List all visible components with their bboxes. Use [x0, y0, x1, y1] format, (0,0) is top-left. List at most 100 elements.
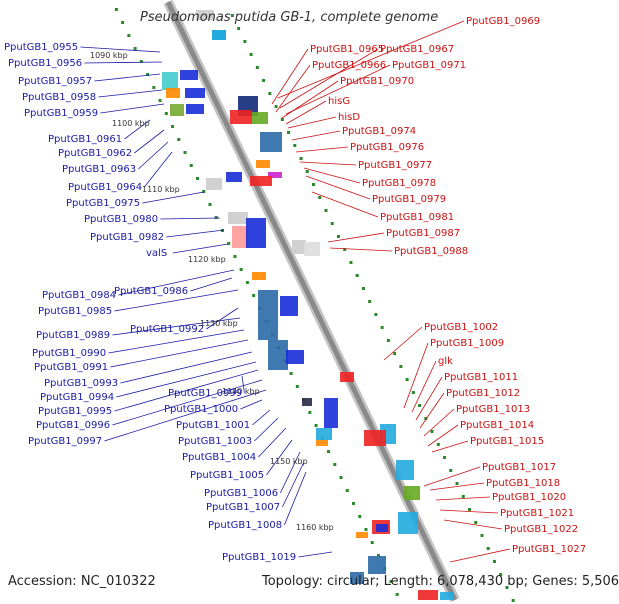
label-leader: [435, 496, 491, 501]
gene-label-left[interactable]: PputGB1_0997: [28, 436, 102, 447]
skew-dot: [386, 339, 390, 342]
gene-label-left[interactable]: PputGB1_0964: [68, 182, 142, 193]
gene-label-right[interactable]: PputGB1_0979: [372, 194, 446, 205]
gene-label-left[interactable]: PputGB1_0957: [18, 76, 92, 87]
gene-label-left[interactable]: PputGB1_0996: [36, 420, 110, 431]
gene-block: [316, 440, 328, 446]
skew-dot: [274, 105, 278, 108]
skew-dot: [474, 521, 478, 524]
gene-label-left[interactable]: PputGB1_0995: [38, 406, 112, 417]
skew-dot: [349, 261, 353, 264]
gene-label-left[interactable]: PputGB1_0956: [8, 58, 82, 69]
gene-label-left[interactable]: PputGB1_0955: [4, 42, 78, 53]
gene-label-left[interactable]: PputGB1_1000: [164, 404, 238, 415]
gene-label-left[interactable]: PputGB1_0975: [66, 198, 140, 209]
gene-label-left[interactable]: PputGB1_1008: [208, 520, 282, 531]
gene-label-left[interactable]: PputGB1_0963: [62, 164, 136, 175]
gene-label-left[interactable]: PputGB1_0989: [36, 330, 110, 341]
gene-label-right[interactable]: PputGB1_1014: [460, 420, 534, 431]
gene-label-right[interactable]: PputGB1_0974: [342, 126, 416, 137]
label-leader: [303, 167, 361, 184]
gene-label-left[interactable]: PputGB1_0980: [84, 214, 158, 225]
skew-dot: [324, 209, 328, 212]
gene-label-left[interactable]: PputGB1_0958: [22, 92, 96, 103]
gene-label-left[interactable]: PputGB1_0991: [34, 362, 108, 373]
gene-label-left[interactable]: PputGB1_1007: [206, 502, 280, 513]
gene-label-right[interactable]: PputGB1_0987: [386, 228, 460, 239]
gene-label-right[interactable]: PputGB1_0971: [392, 60, 466, 71]
skew-dot: [436, 443, 440, 446]
gene-block: [368, 556, 386, 574]
skew-dot: [499, 573, 503, 576]
skew-dot: [461, 495, 465, 498]
gene-label-left[interactable]: PputGB1_0959: [24, 108, 98, 119]
gene-label-left[interactable]: PputGB1_0992: [130, 324, 204, 335]
gene-label-right[interactable]: PputGB1_1027: [512, 544, 586, 555]
gene-label-left[interactable]: PputGB1_0993: [44, 378, 118, 389]
gene-label-right[interactable]: PputGB1_1022: [504, 524, 578, 535]
gene-label-right[interactable]: PputGB1_0970: [340, 76, 414, 87]
gene-label-right[interactable]: PputGB1_1017: [482, 462, 556, 473]
label-leader: [415, 376, 443, 421]
gene-label-right[interactable]: PputGB1_0981: [380, 212, 454, 223]
label-leader: [277, 20, 465, 99]
gene-block: [440, 592, 454, 600]
gene-block: [304, 242, 320, 256]
gene-label-right[interactable]: PputGB1_0977: [358, 160, 432, 171]
skew-dot: [196, 177, 199, 180]
gene-label-right[interactable]: PputGB1_1012: [446, 388, 520, 399]
gene-label-left[interactable]: PputGB1_1001: [176, 420, 250, 431]
skew-dot: [418, 404, 422, 407]
gene-block: [206, 178, 222, 190]
gene-label-right[interactable]: PputGB1_1018: [486, 478, 560, 489]
skew-dot: [395, 593, 399, 596]
gene-label-right[interactable]: PputGB1_1020: [492, 492, 566, 503]
label-leader: [285, 64, 391, 115]
gene-label-left[interactable]: PputGB1_1004: [182, 452, 256, 463]
feature-blocks: [162, 10, 454, 600]
skew-dot: [411, 391, 415, 394]
gene-label-left[interactable]: valS: [146, 248, 167, 259]
gene-label-right[interactable]: PputGB1_1021: [500, 508, 574, 519]
gene-label-right[interactable]: PputGB1_0966: [312, 60, 386, 71]
gene-label-right[interactable]: PputGB1_0976: [350, 142, 424, 153]
gene-label-left[interactable]: PputGB1_1005: [190, 470, 264, 481]
gene-block: [230, 110, 252, 124]
gene-label-left[interactable]: PputGB1_1006: [204, 488, 278, 499]
gene-label-left[interactable]: PputGB1_1003: [178, 436, 252, 447]
gene-label-right[interactable]: glk: [438, 356, 453, 367]
gene-label-right[interactable]: PputGB1_1015: [470, 436, 544, 447]
gene-label-right[interactable]: PputGB1_1002: [424, 322, 498, 333]
label-leader: [282, 461, 305, 508]
gene-label-left[interactable]: PputGB1_0984: [42, 290, 116, 301]
gene-block: [226, 172, 242, 182]
gene-label-right[interactable]: PputGB1_1013: [456, 404, 530, 415]
gene-label-right[interactable]: PputGB1_0965: [310, 44, 384, 55]
gene-block: [196, 10, 214, 20]
gene-label-left[interactable]: PputGB1_0962: [58, 148, 132, 159]
gene-label-right[interactable]: PputGB1_0988: [394, 246, 468, 257]
skew-dot: [358, 515, 362, 518]
gene-label-right[interactable]: PputGB1_0967: [380, 44, 454, 55]
gene-label-left[interactable]: PputGB1_0999: [168, 388, 242, 399]
gene-label-left[interactable]: PputGB1_0982: [90, 232, 164, 243]
gene-label-left[interactable]: PputGB1_0986: [114, 286, 188, 297]
gene-label-left[interactable]: PputGB1_1019: [222, 552, 296, 563]
gene-block: [256, 160, 270, 168]
label-leader: [423, 466, 481, 487]
gene-label-left[interactable]: PputGB1_0994: [40, 392, 114, 403]
gene-label-right[interactable]: PputGB1_0969: [466, 16, 540, 27]
skew-dot: [249, 53, 253, 56]
gene-label-right[interactable]: PputGB1_1011: [444, 372, 518, 383]
label-leader: [291, 130, 341, 141]
label-leader: [429, 482, 485, 491]
gene-label-right[interactable]: PputGB1_1009: [430, 338, 504, 349]
gene-label-right[interactable]: hisG: [328, 96, 350, 107]
gene-label-right[interactable]: hisD: [338, 112, 360, 123]
gene-label-left[interactable]: PputGB1_0961: [48, 134, 122, 145]
gene-label-right[interactable]: PputGB1_0978: [362, 178, 436, 189]
label-leader: [116, 361, 257, 398]
gene-block: [260, 132, 282, 152]
gene-label-left[interactable]: PputGB1_0985: [38, 306, 112, 317]
gene-label-left[interactable]: PputGB1_0990: [32, 348, 106, 359]
